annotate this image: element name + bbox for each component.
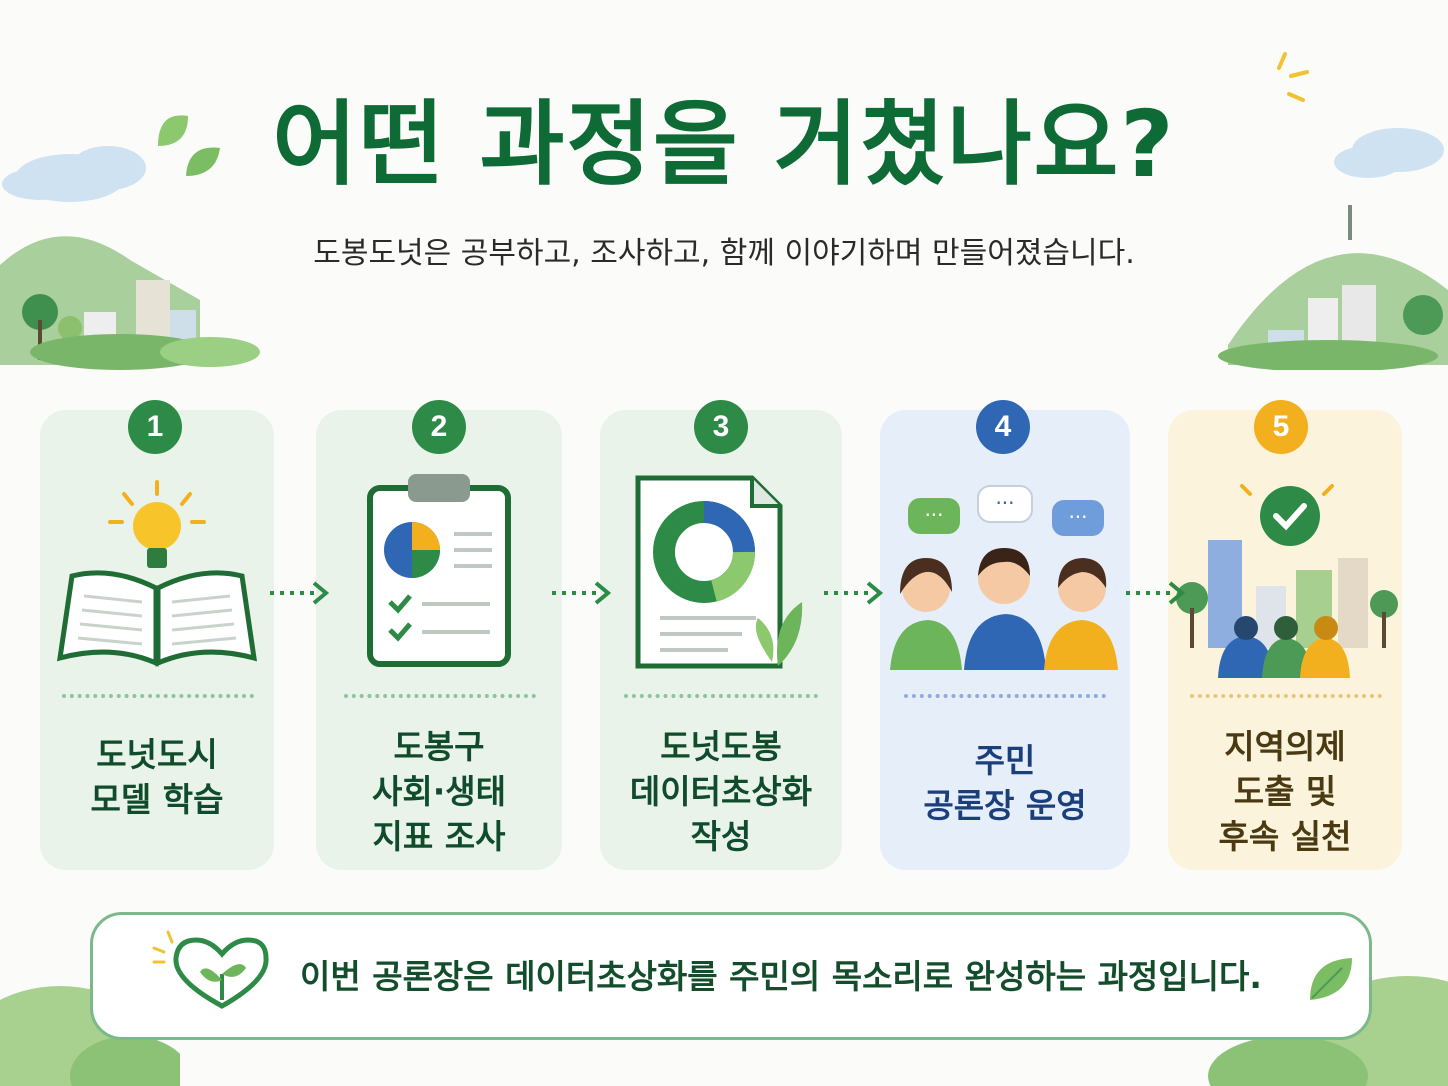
summary-banner: [90, 912, 1372, 1040]
summary-text: 이번 공론장은 데이터초상화를 주민의 목소리로 완성하는 과정입니다.: [300, 957, 1262, 996]
left-landscape-illustration: [0, 146, 260, 370]
leaf-icon: [1310, 958, 1352, 1000]
leaf-icon: [158, 115, 220, 176]
divider: [62, 694, 254, 698]
donut-report-icon: [635, 475, 803, 669]
residents-discussion-icon: ··· ··· ···: [890, 485, 1118, 670]
page-subtitle: 도봉도넛은 공부하고, 조사하고, 함께 이야기하며 만들어졌습니다.: [313, 236, 1135, 271]
divider: [904, 694, 1106, 698]
svg-text:···: ···: [995, 491, 1014, 515]
right-landscape-illustration: [1218, 128, 1448, 370]
step-label: 지역의제 도출 및 후속 실천: [1218, 727, 1352, 856]
dotted-arrow-icon: [824, 581, 884, 605]
step-number-badge: 5: [1254, 400, 1308, 454]
divider: [1190, 694, 1382, 698]
heart-sprout-icon: [152, 930, 269, 1009]
divider: [344, 694, 536, 698]
step-label: 도넛도시 모델 학습: [90, 735, 224, 819]
page-title: 어떤 과정을 거쳤나요?: [272, 91, 1176, 198]
svg-text:···: ···: [1068, 505, 1087, 529]
clipboard-chart-icon: [367, 474, 511, 667]
dotted-arrow-icon: [1126, 581, 1186, 605]
step-number-badge: 4: [976, 400, 1030, 454]
book-lightbulb-icon: [56, 480, 258, 667]
step-label: 주민 공론장 운영: [923, 741, 1087, 825]
step-label: 도넛도봉 데이터초상화 작성: [629, 727, 813, 856]
bottom-right-bush: [1208, 976, 1448, 1086]
svg-text:···: ···: [924, 503, 943, 527]
step-number-badge: 1: [128, 400, 182, 454]
city-checkmark-icon: [1176, 484, 1398, 678]
sparkle-icon: [1277, 52, 1309, 102]
step-number-badge: 2: [412, 400, 466, 454]
dotted-arrow-icon: [270, 581, 330, 605]
step-number-badge: 3: [694, 400, 748, 454]
dotted-arrow-icon: [552, 581, 612, 605]
step-label: 도봉구 사회·생태 지표 조사: [372, 727, 506, 856]
divider: [624, 694, 818, 698]
